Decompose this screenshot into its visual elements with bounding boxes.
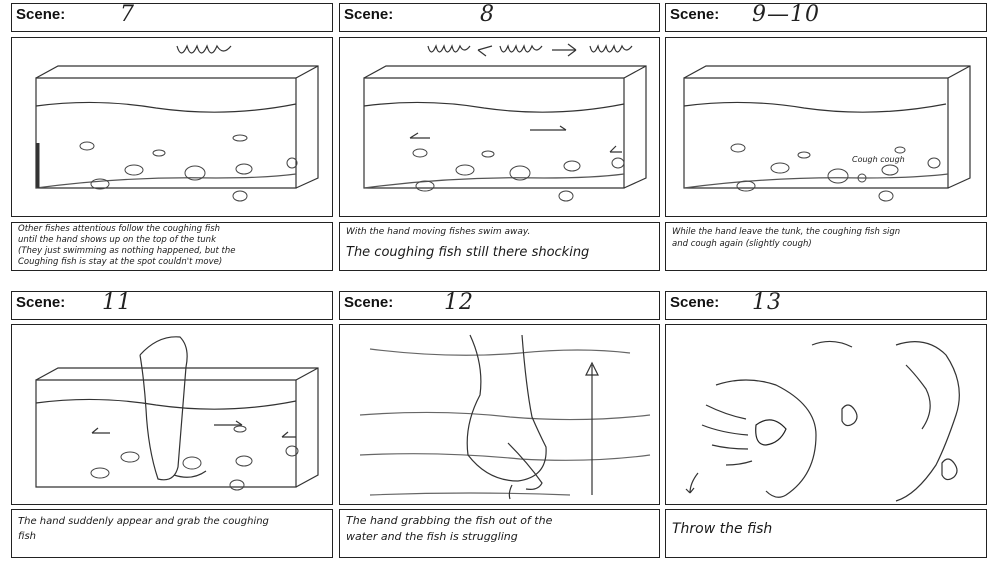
scene-caption: Other fishes attentious follow the cough…	[18, 224, 236, 267]
scene-caption: The hand grabbing the fish out of the wa…	[346, 514, 553, 543]
scene-header-11: Scene: 11	[11, 290, 333, 320]
scene-number: 8	[480, 2, 495, 27]
fish-tank-sketch: Cough cough	[683, 65, 971, 202]
scene-label: Scene:	[670, 294, 720, 311]
scene-label: Scene:	[16, 294, 66, 311]
scene-label: Scene:	[16, 6, 66, 23]
fish-tank-sketch	[35, 44, 319, 202]
scene-frame-12	[339, 324, 660, 505]
scene-caption: The hand suddenly appear and grab the co…	[18, 516, 269, 542]
scene-caption-box-13: Throw the fish	[665, 509, 987, 558]
scene-frame-8	[339, 37, 660, 217]
scene-frame-11	[11, 324, 333, 505]
scene-number: 7	[120, 2, 135, 27]
scene-caption-secondary: The coughing fish still there shocking	[346, 245, 590, 260]
sketch-annotation: Cough cough	[852, 155, 905, 164]
scene-caption: While the hand leave the tunk, the cough…	[672, 227, 901, 249]
fish-tank-sketch	[363, 43, 647, 202]
scene-caption-box-8: With the hand moving fishes swim away. T…	[339, 222, 660, 271]
scene-label: Scene:	[344, 6, 394, 23]
scene-frame-13	[665, 324, 987, 505]
scene-header-7: Scene: 7	[11, 2, 333, 32]
scene-frame-9-10: Cough cough	[665, 37, 987, 217]
scene-number: 13	[752, 290, 782, 315]
scene-caption-box-9-10: While the hand leave the tunk, the cough…	[665, 222, 987, 271]
scene-header-12: Scene: 12	[339, 290, 660, 320]
scene-number: 12	[444, 290, 474, 315]
scene-number: 9—10	[752, 2, 820, 27]
fish-tank-sketch	[35, 336, 319, 491]
scene-header-9-10: Scene: 9—10	[665, 2, 987, 32]
scene-caption-box-11: The hand suddenly appear and grab the co…	[11, 509, 333, 558]
scene-frame-7	[11, 37, 333, 217]
throw-fish-sketch	[685, 340, 960, 502]
scene-label: Scene:	[344, 294, 394, 311]
scene-caption: With the hand moving fishes swim away.	[346, 227, 531, 237]
scene-caption: Throw the fish	[672, 521, 773, 537]
scene-header-13: Scene: 13	[665, 290, 987, 320]
hand-grab-sketch	[359, 334, 651, 500]
scene-number: 11	[102, 290, 132, 315]
scene-label: Scene:	[670, 6, 720, 23]
scene-caption-box-7: Other fishes attentious follow the cough…	[11, 222, 333, 271]
scene-header-8: Scene: 8	[339, 2, 660, 32]
scene-caption-box-12: The hand grabbing the fish out of the wa…	[339, 509, 660, 558]
